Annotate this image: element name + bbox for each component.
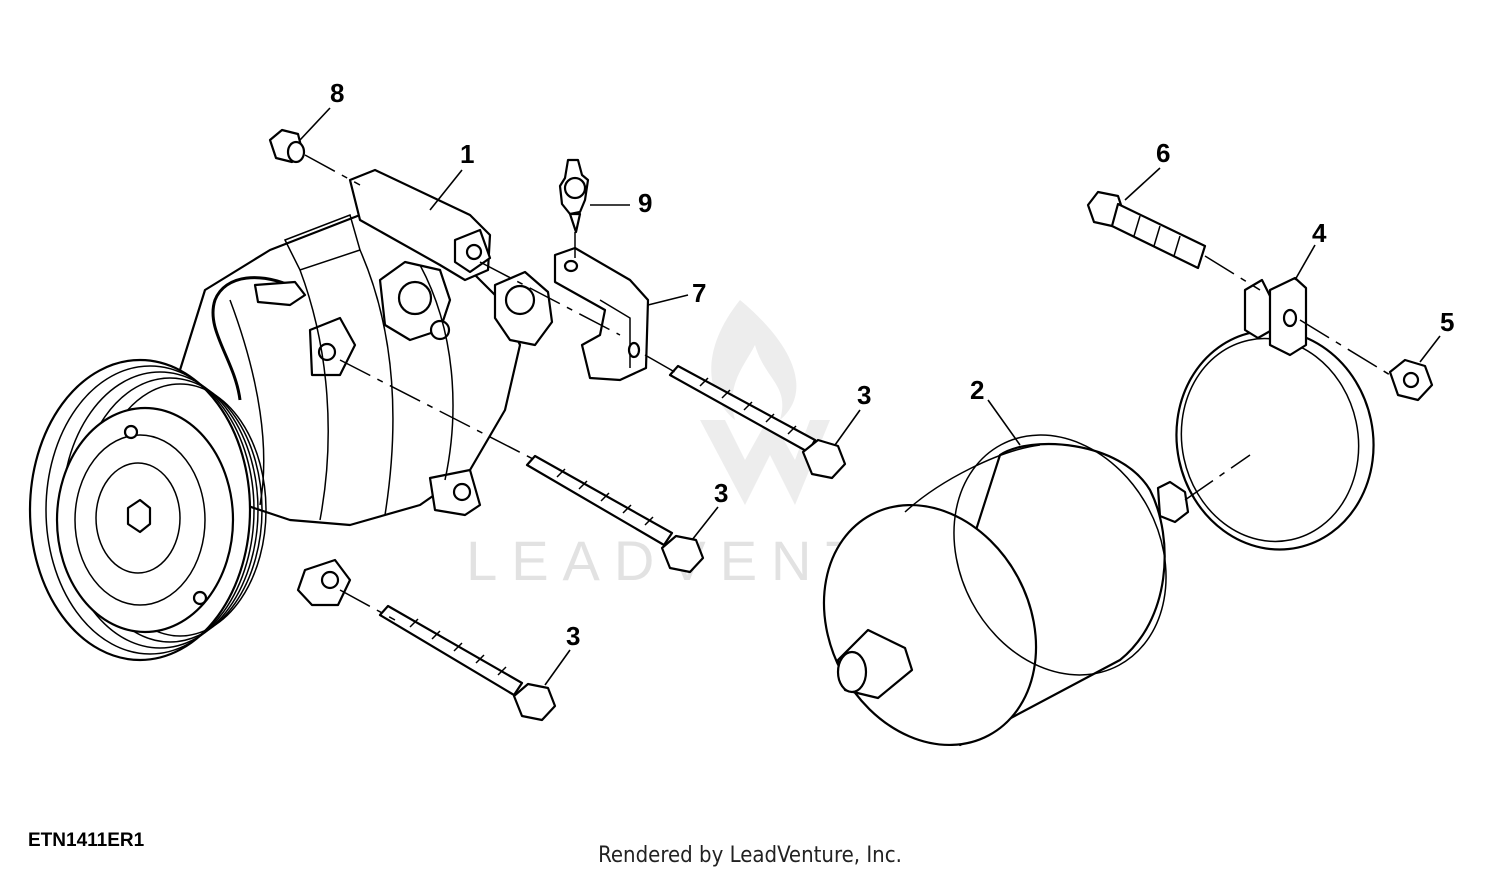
- callout-6: 6: [1156, 138, 1170, 168]
- callout-3-middle: 3: [714, 478, 728, 508]
- leader-lines: [299, 107, 1441, 686]
- bracket[interactable]: [553, 246, 650, 382]
- cap-screw-upper[interactable]: [668, 364, 847, 480]
- callout-1: 1: [460, 139, 474, 169]
- connector-clip[interactable]: [558, 158, 590, 234]
- callout-8: 8: [330, 78, 344, 108]
- cap-screw-clamp[interactable]: [1086, 190, 1207, 270]
- watermark-logo: [700, 300, 830, 505]
- figure-code: ETN1411ER1: [28, 830, 145, 851]
- alignment-lines: [304, 154, 1396, 621]
- callout-5: 5: [1440, 307, 1454, 337]
- callout-4: 4: [1312, 218, 1327, 248]
- callout-3-upper: 3: [857, 380, 871, 410]
- band-clamp[interactable]: [1156, 276, 1393, 568]
- receiver-dryer[interactable]: [783, 398, 1207, 783]
- callout-3-lower: 3: [566, 621, 580, 651]
- callout-2: 2: [970, 375, 984, 405]
- lock-nut[interactable]: [1388, 358, 1434, 402]
- cap-screw-lower[interactable]: [378, 604, 557, 722]
- callouts: 8 1 9 7 3 3 3 2 6 4 5: [330, 78, 1454, 651]
- callout-7: 7: [692, 278, 706, 308]
- compressor[interactable]: [28, 168, 554, 662]
- render-credit: Rendered by LeadVenture, Inc.: [598, 843, 902, 868]
- callout-9: 9: [638, 188, 652, 218]
- nut[interactable]: [268, 128, 306, 164]
- cap-screw-middle[interactable]: [525, 454, 705, 574]
